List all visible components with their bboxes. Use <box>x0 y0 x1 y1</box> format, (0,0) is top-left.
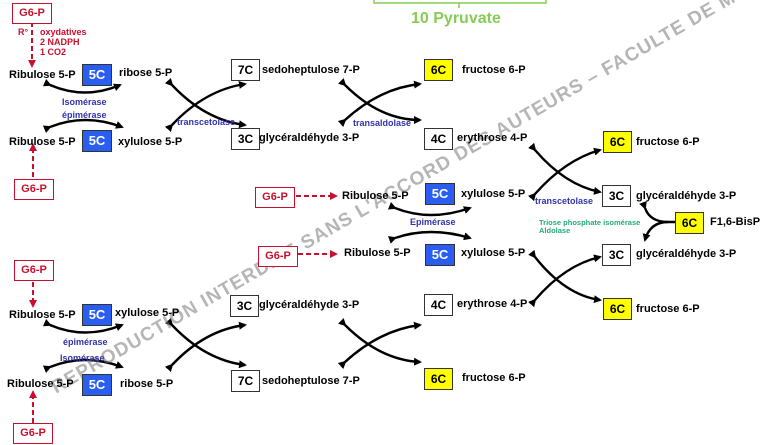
g6p-box: G6-P <box>14 260 54 281</box>
fructose-label: fructose 6-P <box>636 136 700 148</box>
arrow-aldolase <box>639 201 669 224</box>
arrow-ta2-b <box>337 321 422 370</box>
erythrose-label: erythrose 4-P <box>457 298 528 310</box>
arrow-iso-3 <box>42 358 124 373</box>
pyruvate-label: 10 Pyruvate <box>411 10 501 27</box>
c5-box: 5C <box>82 374 112 396</box>
c5-box: 5C <box>82 64 112 86</box>
g3p-label: glycéraldéhyde 3-P <box>636 190 737 202</box>
isomerase-label: Isomérase <box>62 97 107 107</box>
isomerase-label: Isomérase <box>60 353 105 363</box>
arrow-ta1-b <box>337 80 422 128</box>
arrow-tk2-b <box>528 147 602 202</box>
ribulose-label: Ribulose 5-P <box>9 136 76 148</box>
transcetolase-label: transcetolase <box>535 196 594 206</box>
triose-isomerase-label: Triose phosphate isomérase <box>539 218 641 227</box>
c6-box: 6C <box>603 131 632 153</box>
transcetolase-label: transcetolase <box>177 117 236 127</box>
arrow-aldolase-down <box>642 220 669 242</box>
oxidative-label: oxydatives <box>40 27 87 37</box>
arrow-tk4-b <box>164 321 247 373</box>
g6p-box: G6-P <box>14 179 54 200</box>
nadph-label: 2 NADPH <box>40 37 80 47</box>
xylulose-label: xylulose 5-P <box>461 247 526 259</box>
sedoheptulose-label: sedoheptulose 7-P <box>262 64 360 76</box>
sedoheptulose-label: sedoheptulose 7-P <box>262 375 360 387</box>
c7-box: 7C <box>231 59 260 81</box>
g6p-box: G6-P <box>255 187 295 208</box>
transaldolase-label: transaldolase <box>353 118 412 128</box>
g3p-label: glycéraldéhyde 3-P <box>259 299 360 311</box>
c6-box: 6C <box>675 212 704 234</box>
c5-box: 5C <box>82 304 112 326</box>
g6p-box: G6-P <box>258 246 298 267</box>
fructose-label: fructose 6-P <box>462 372 526 384</box>
epimerase-label: épimérase <box>62 110 107 120</box>
arrow-epi-3 <box>42 318 124 334</box>
ribose-label: ribose 5-P <box>119 67 173 79</box>
g3p-label: glycéraldéhyde 3-P <box>636 248 737 260</box>
arrow-iso-1 <box>42 78 122 94</box>
c3-box: 3C <box>602 185 631 207</box>
xylulose-label: xylulose 5-P <box>118 136 183 148</box>
arrow-tk4-a <box>164 317 247 369</box>
arrow-epi-1 <box>387 202 472 217</box>
ribulose-label: Ribulose 5-P <box>344 247 411 259</box>
arrow-ta1-a <box>337 77 422 124</box>
xylulose-label: xylulose 5-P <box>461 188 526 200</box>
r-label: R° <box>18 27 29 37</box>
fructose-label: fructose 6-P <box>462 64 526 76</box>
arrow-tk1-b <box>164 80 247 133</box>
ribulose-label: Ribulose 5-P <box>9 69 76 81</box>
arrow-ta2-a <box>337 317 422 366</box>
aldolase-label: Aldolase <box>539 226 571 235</box>
g6p-box: G6-P <box>12 3 52 24</box>
ribulose-label: Ribulose 5-P <box>342 190 409 202</box>
ribulose-label: Ribulose 5-P <box>9 309 76 321</box>
arrow-tk2-a <box>528 142 602 195</box>
c3-box: 3C <box>230 295 259 317</box>
arrow-tk3-a <box>528 249 602 304</box>
erythrose-label: erythrose 4-P <box>457 132 528 144</box>
epimerase-label: épimérase <box>63 337 108 347</box>
arrow-iso-2 <box>42 118 124 133</box>
fructose-label: fructose 6-P <box>636 303 700 315</box>
c3-box: 3C <box>602 244 631 266</box>
c4-box: 4C <box>424 294 453 316</box>
c5-box: 5C <box>425 244 455 266</box>
c5-box: 5C <box>82 130 112 152</box>
g3p-label: glycéraldéhyde 3-P <box>259 132 360 144</box>
ribulose-label: Ribulose 5-P <box>7 378 74 390</box>
c6-box: 6C <box>424 368 453 390</box>
arrow-epi-2 <box>388 230 472 244</box>
c5-box: 5C <box>425 183 455 205</box>
c4-box: 4C <box>424 128 453 150</box>
epimerase-label: Epimérase <box>410 217 456 227</box>
ribose-label: ribose 5-P <box>120 378 174 390</box>
c6-box: 6C <box>603 298 632 320</box>
pyruvate-bracket <box>373 0 547 8</box>
arrow-tk3-b <box>528 254 602 308</box>
c7-box: 7C <box>231 370 260 392</box>
c3-box: 3C <box>231 128 260 150</box>
f16bp-label: F1,6-BisP <box>710 216 761 228</box>
c6-box: 6C <box>424 59 453 81</box>
xylulose-label: xylulose 5-P <box>115 307 180 319</box>
g6p-box: G6-P <box>13 423 53 444</box>
co2-label: 1 CO2 <box>40 47 67 57</box>
